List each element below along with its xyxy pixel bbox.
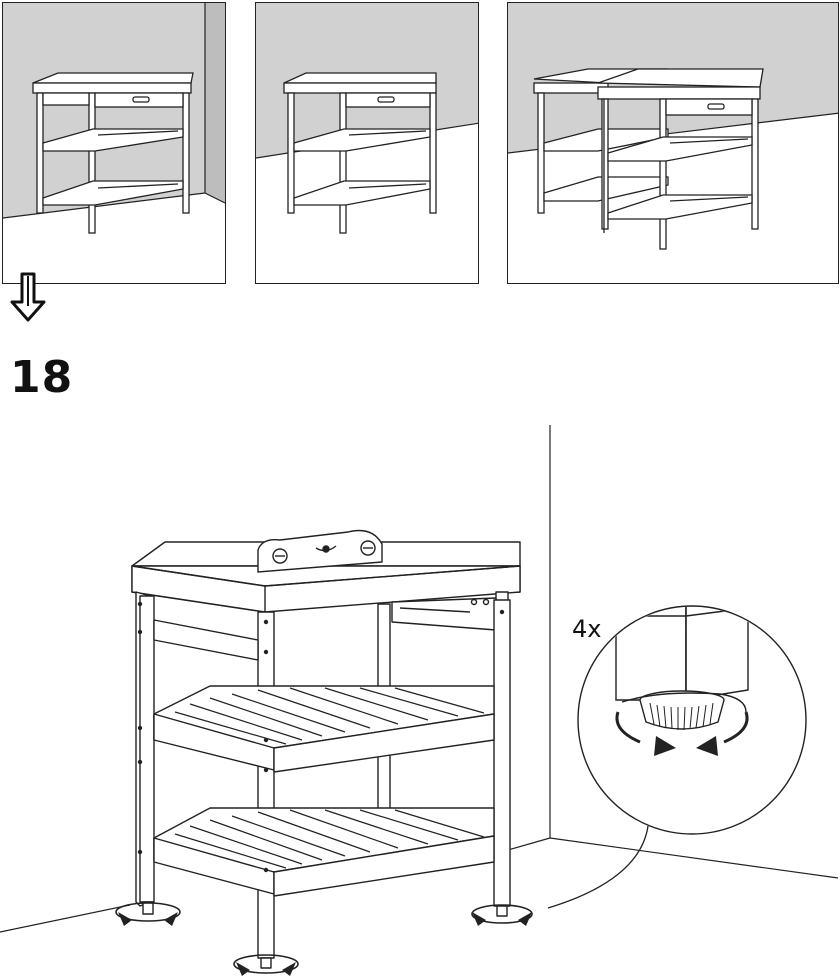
foot-detail-callout (578, 600, 806, 834)
cart (132, 542, 520, 968)
quantity-label: 4x (572, 615, 601, 643)
rotate-arrows-icon (116, 903, 532, 973)
